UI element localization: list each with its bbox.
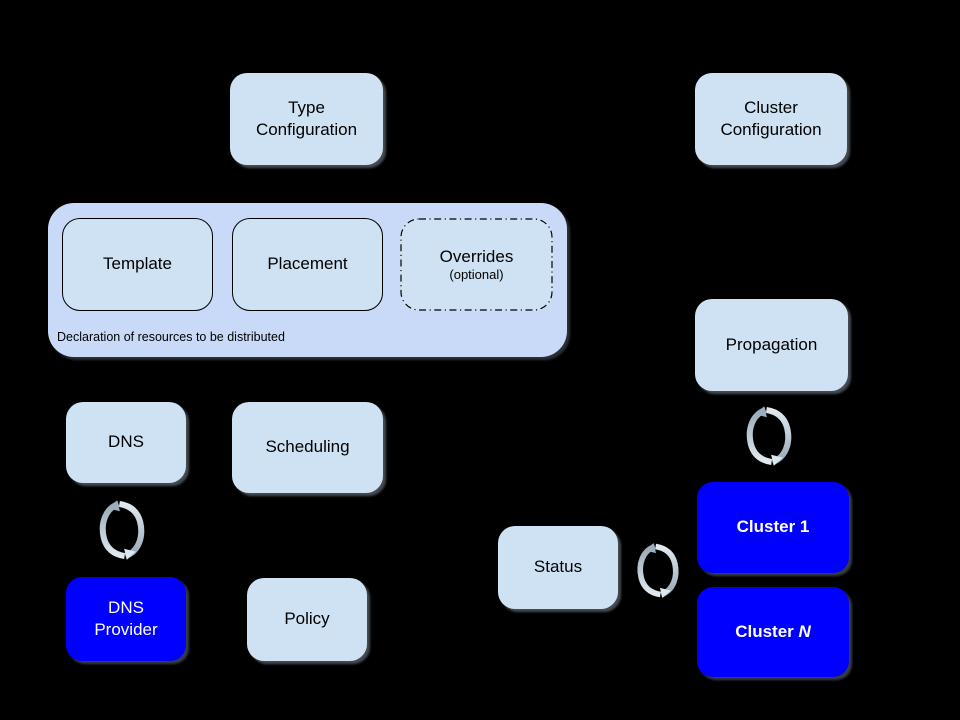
node-label: Propagation <box>725 334 818 354</box>
node-label: DNS <box>108 432 144 452</box>
node-label: Cluster 1 <box>736 517 810 537</box>
node-label: Cluster <box>744 97 798 117</box>
node-label: Status <box>533 557 583 577</box>
node-dns-provider: DNS Provider <box>66 577 186 661</box>
node-placement: Placement <box>232 218 383 311</box>
node-policy: Policy <box>247 578 367 661</box>
node-label: Template <box>103 254 172 274</box>
cluster-n-italic-suffix: N <box>798 621 811 641</box>
node-label: Provider <box>94 620 158 639</box>
node-label: Configuration <box>720 120 822 139</box>
node-overrides: Overrides (optional) <box>400 218 553 311</box>
node-scheduling: Scheduling <box>232 402 383 493</box>
node-label: Policy <box>284 609 330 629</box>
arrowhead <box>108 500 120 512</box>
node-status: Status <box>498 526 618 609</box>
node-label: Type <box>288 97 325 117</box>
node-sublabel: (optional) <box>449 267 504 283</box>
arrowhead <box>645 543 657 554</box>
node-label: Placement <box>267 254 348 274</box>
node-type-configuration: Type Configuration <box>230 73 383 165</box>
node-template: Template <box>62 218 213 311</box>
sync-icon <box>99 500 145 560</box>
dash-dot-border <box>400 218 553 311</box>
arrowhead <box>124 548 136 560</box>
node-dns: DNS <box>66 402 186 483</box>
node-label: DNS <box>108 597 144 617</box>
arrowhead <box>755 406 767 418</box>
arrowhead <box>771 454 783 466</box>
node-cluster-configuration: Cluster Configuration <box>695 73 847 165</box>
sync-icon <box>637 543 679 598</box>
node-label: Scheduling <box>265 437 350 457</box>
node-label: Configuration <box>255 120 358 139</box>
cluster-n-prefix: Cluster <box>735 621 794 641</box>
node-label: Overrides <box>439 246 514 266</box>
node-propagation: Propagation <box>695 299 848 391</box>
resource-group-caption: Declaration of resources to be distribut… <box>57 330 285 344</box>
sync-icon <box>746 406 792 466</box>
node-cluster-1: Cluster 1 <box>697 482 849 573</box>
arrowhead <box>659 587 671 598</box>
